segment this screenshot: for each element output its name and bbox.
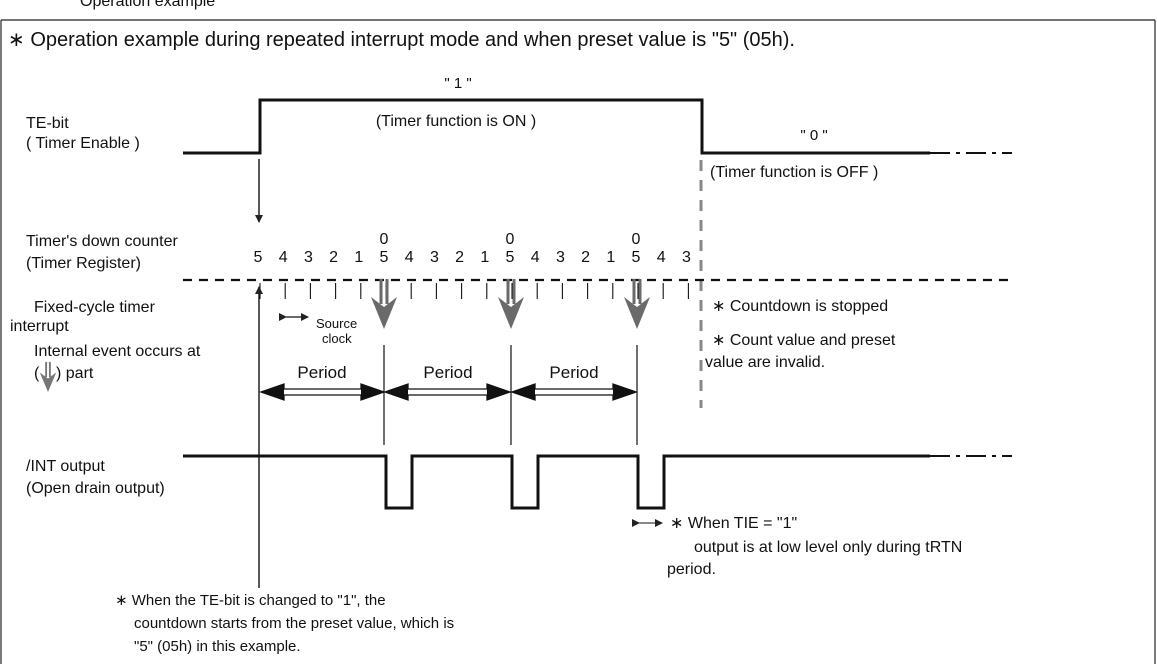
counter-digit: 4 [657, 249, 666, 266]
te-bit-high-value: " 1 " [444, 75, 471, 92]
interrupt-sublabel: interrupt [10, 318, 69, 335]
interrupt-event-arrow-1 [371, 279, 397, 329]
invalid-values-note: ∗ Count value and preset [712, 332, 896, 349]
te-bit-sublabel: ( Timer Enable ) [26, 135, 140, 152]
tie-note-end: period. [667, 561, 716, 578]
tie-note: ∗ When TIE = "1" [670, 515, 797, 532]
counter-digit: 5 [380, 249, 389, 266]
period-arrow-1 [259, 383, 386, 401]
te-bit-signal [183, 98, 930, 155]
counter-digit: 3 [682, 249, 691, 266]
int-output-label: /INT output [26, 458, 105, 475]
counter-digit: 5 [632, 249, 641, 266]
tie-note-cont: output is at low level only during tRTN [694, 539, 962, 556]
counter-digit: 5 [254, 249, 263, 266]
counter-digit: 3 [304, 249, 313, 266]
period-label-3: Period [549, 363, 598, 382]
counter-sublabel: (Timer Register) [26, 255, 141, 272]
interrupt-label: Fixed-cycle timer [34, 299, 156, 316]
internal-event-paren-close: ) part [56, 365, 94, 382]
counter-digit-rollover: 0 [380, 231, 389, 248]
period-arrow-2 [383, 383, 512, 401]
internal-event-paren-open: ( [34, 365, 40, 382]
source-clock-sublabel: clock [322, 331, 352, 346]
counter-digit: 4 [279, 249, 288, 266]
counter-digit: 2 [329, 249, 338, 266]
counter-digit: 4 [531, 249, 540, 266]
te-bit-low-note: (Timer function is OFF ) [710, 164, 878, 181]
footnote-line-1: ∗ When the TE-bit is changed to "1", the [115, 592, 386, 609]
period-label-2: Period [423, 363, 472, 382]
footnote-line-3: "5" (05h) in this example. [134, 638, 301, 655]
internal-event-note: Internal event occurs at [34, 343, 201, 360]
invalid-values-note-cont: value are invalid. [705, 354, 825, 371]
footnote-line-2: countdown starts from the preset value, … [134, 615, 454, 632]
period-label-1: Period [297, 363, 346, 382]
te-bit-low-value: " 0 " [800, 127, 827, 144]
counter-digit: 3 [556, 249, 565, 266]
int-output-signal [183, 454, 930, 510]
interrupt-event-arrow-3 [624, 279, 650, 329]
counter-digit: 1 [480, 249, 489, 266]
te-bit-high-note: (Timer function is ON ) [376, 113, 536, 130]
section-label: Operation example [80, 0, 215, 10]
te-bit-label: TE-bit [26, 115, 69, 132]
counter-digit-rollover: 0 [632, 231, 641, 248]
countdown-stopped-note: ∗ Countdown is stopped [712, 298, 888, 315]
period-arrow-3 [510, 383, 638, 401]
interrupt-event-arrow-2 [498, 279, 524, 329]
counter-digit: 1 [354, 249, 363, 266]
counter-digit: 1 [606, 249, 615, 266]
int-output-sublabel: (Open drain output) [26, 480, 165, 497]
counter-digit: 4 [405, 249, 414, 266]
counter-tick-marks [259, 283, 689, 299]
counter-digit: 5 [506, 249, 515, 266]
diagram-title: ∗ Operation example during repeated inte… [8, 29, 795, 51]
counter-digit: 2 [455, 249, 464, 266]
counter-digit: 2 [581, 249, 590, 266]
interrupt-arrow-icon [39, 362, 57, 392]
counter-digit-rollover: 0 [506, 231, 515, 248]
counter-label: Timer's down counter [26, 233, 179, 250]
source-clock-label: Source [316, 316, 357, 331]
counter-digit: 3 [430, 249, 439, 266]
